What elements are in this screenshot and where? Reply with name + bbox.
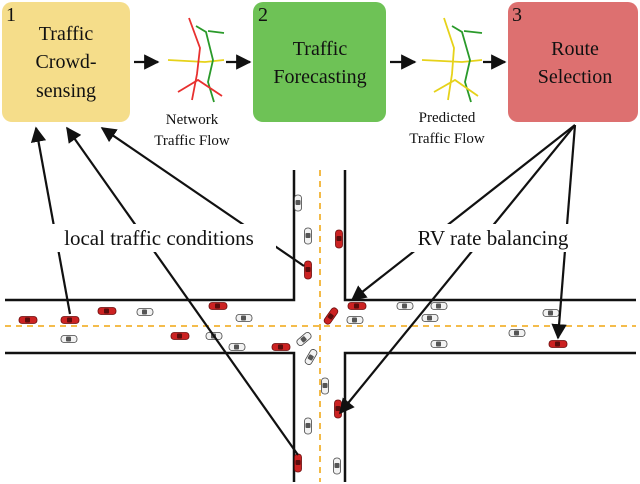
vehicle (396, 302, 414, 310)
box-route-selection: 3 Route Selection (508, 2, 638, 122)
vehicle (508, 329, 526, 337)
box-forecasting: 2 Traffic Forecasting (253, 2, 386, 122)
red-vehicle (208, 302, 228, 310)
label-local-traffic: local traffic conditions (42, 224, 276, 252)
red-vehicle (170, 332, 190, 340)
vehicle (333, 457, 341, 475)
red-vehicle (548, 340, 568, 348)
red-vehicle (294, 453, 302, 473)
vehicle (303, 347, 319, 367)
predicted-flow-map-icon (421, 17, 483, 103)
box-3-number: 3 (512, 4, 522, 26)
box-2-line-1: Traffic (293, 38, 348, 60)
red-vehicle (97, 307, 117, 315)
box-crowdsensing: 1 Traffic Crowd- sensing (2, 2, 130, 122)
red-vehicle (334, 399, 342, 419)
red-vehicle (60, 316, 80, 324)
vehicle (295, 330, 313, 348)
red-vehicle (335, 229, 343, 249)
box-1-number: 1 (6, 4, 16, 26)
vehicle (421, 314, 439, 322)
red-vehicle (322, 306, 340, 326)
vehicle (60, 335, 78, 343)
predicted-caption-line-2: Traffic Flow (409, 131, 485, 147)
box-1-line-1: Traffic (39, 23, 94, 45)
red-vehicle (304, 260, 312, 280)
vehicle (304, 417, 312, 435)
box-1-line-3: sensing (36, 80, 96, 102)
red-vehicle (347, 302, 367, 310)
box-3-line-1: Route (551, 38, 599, 60)
vehicle (294, 194, 302, 212)
vehicle (542, 309, 560, 317)
vehicle (430, 340, 448, 348)
vehicle (430, 302, 448, 310)
box-2-line-2: Forecasting (273, 66, 366, 88)
box-1-line-2: Crowd- (35, 51, 96, 73)
label-rv-rate: RV rate balancing (400, 224, 586, 252)
network-flow-map-icon (167, 17, 225, 103)
feedback-arrows (30, 124, 577, 456)
vehicle (136, 308, 154, 316)
lane-markings (5, 170, 636, 482)
box-2-number: 2 (258, 4, 268, 26)
network-caption-line-1: Network (166, 112, 219, 128)
network-caption-line-2: Traffic Flow (154, 133, 230, 149)
local-traffic-label: local traffic conditions (64, 226, 254, 250)
vehicle (228, 343, 246, 351)
red-vehicle (18, 316, 38, 324)
intersection-roads (5, 170, 636, 482)
rv-rate-label: RV rate balancing (418, 226, 569, 250)
predicted-caption-line-1: Predicted (419, 110, 476, 126)
vehicle (321, 377, 329, 395)
red-vehicle (271, 343, 291, 351)
vehicle (346, 316, 364, 324)
vehicle (235, 314, 253, 322)
vehicle (304, 227, 312, 245)
box-3-line-2: Selection (538, 66, 612, 88)
